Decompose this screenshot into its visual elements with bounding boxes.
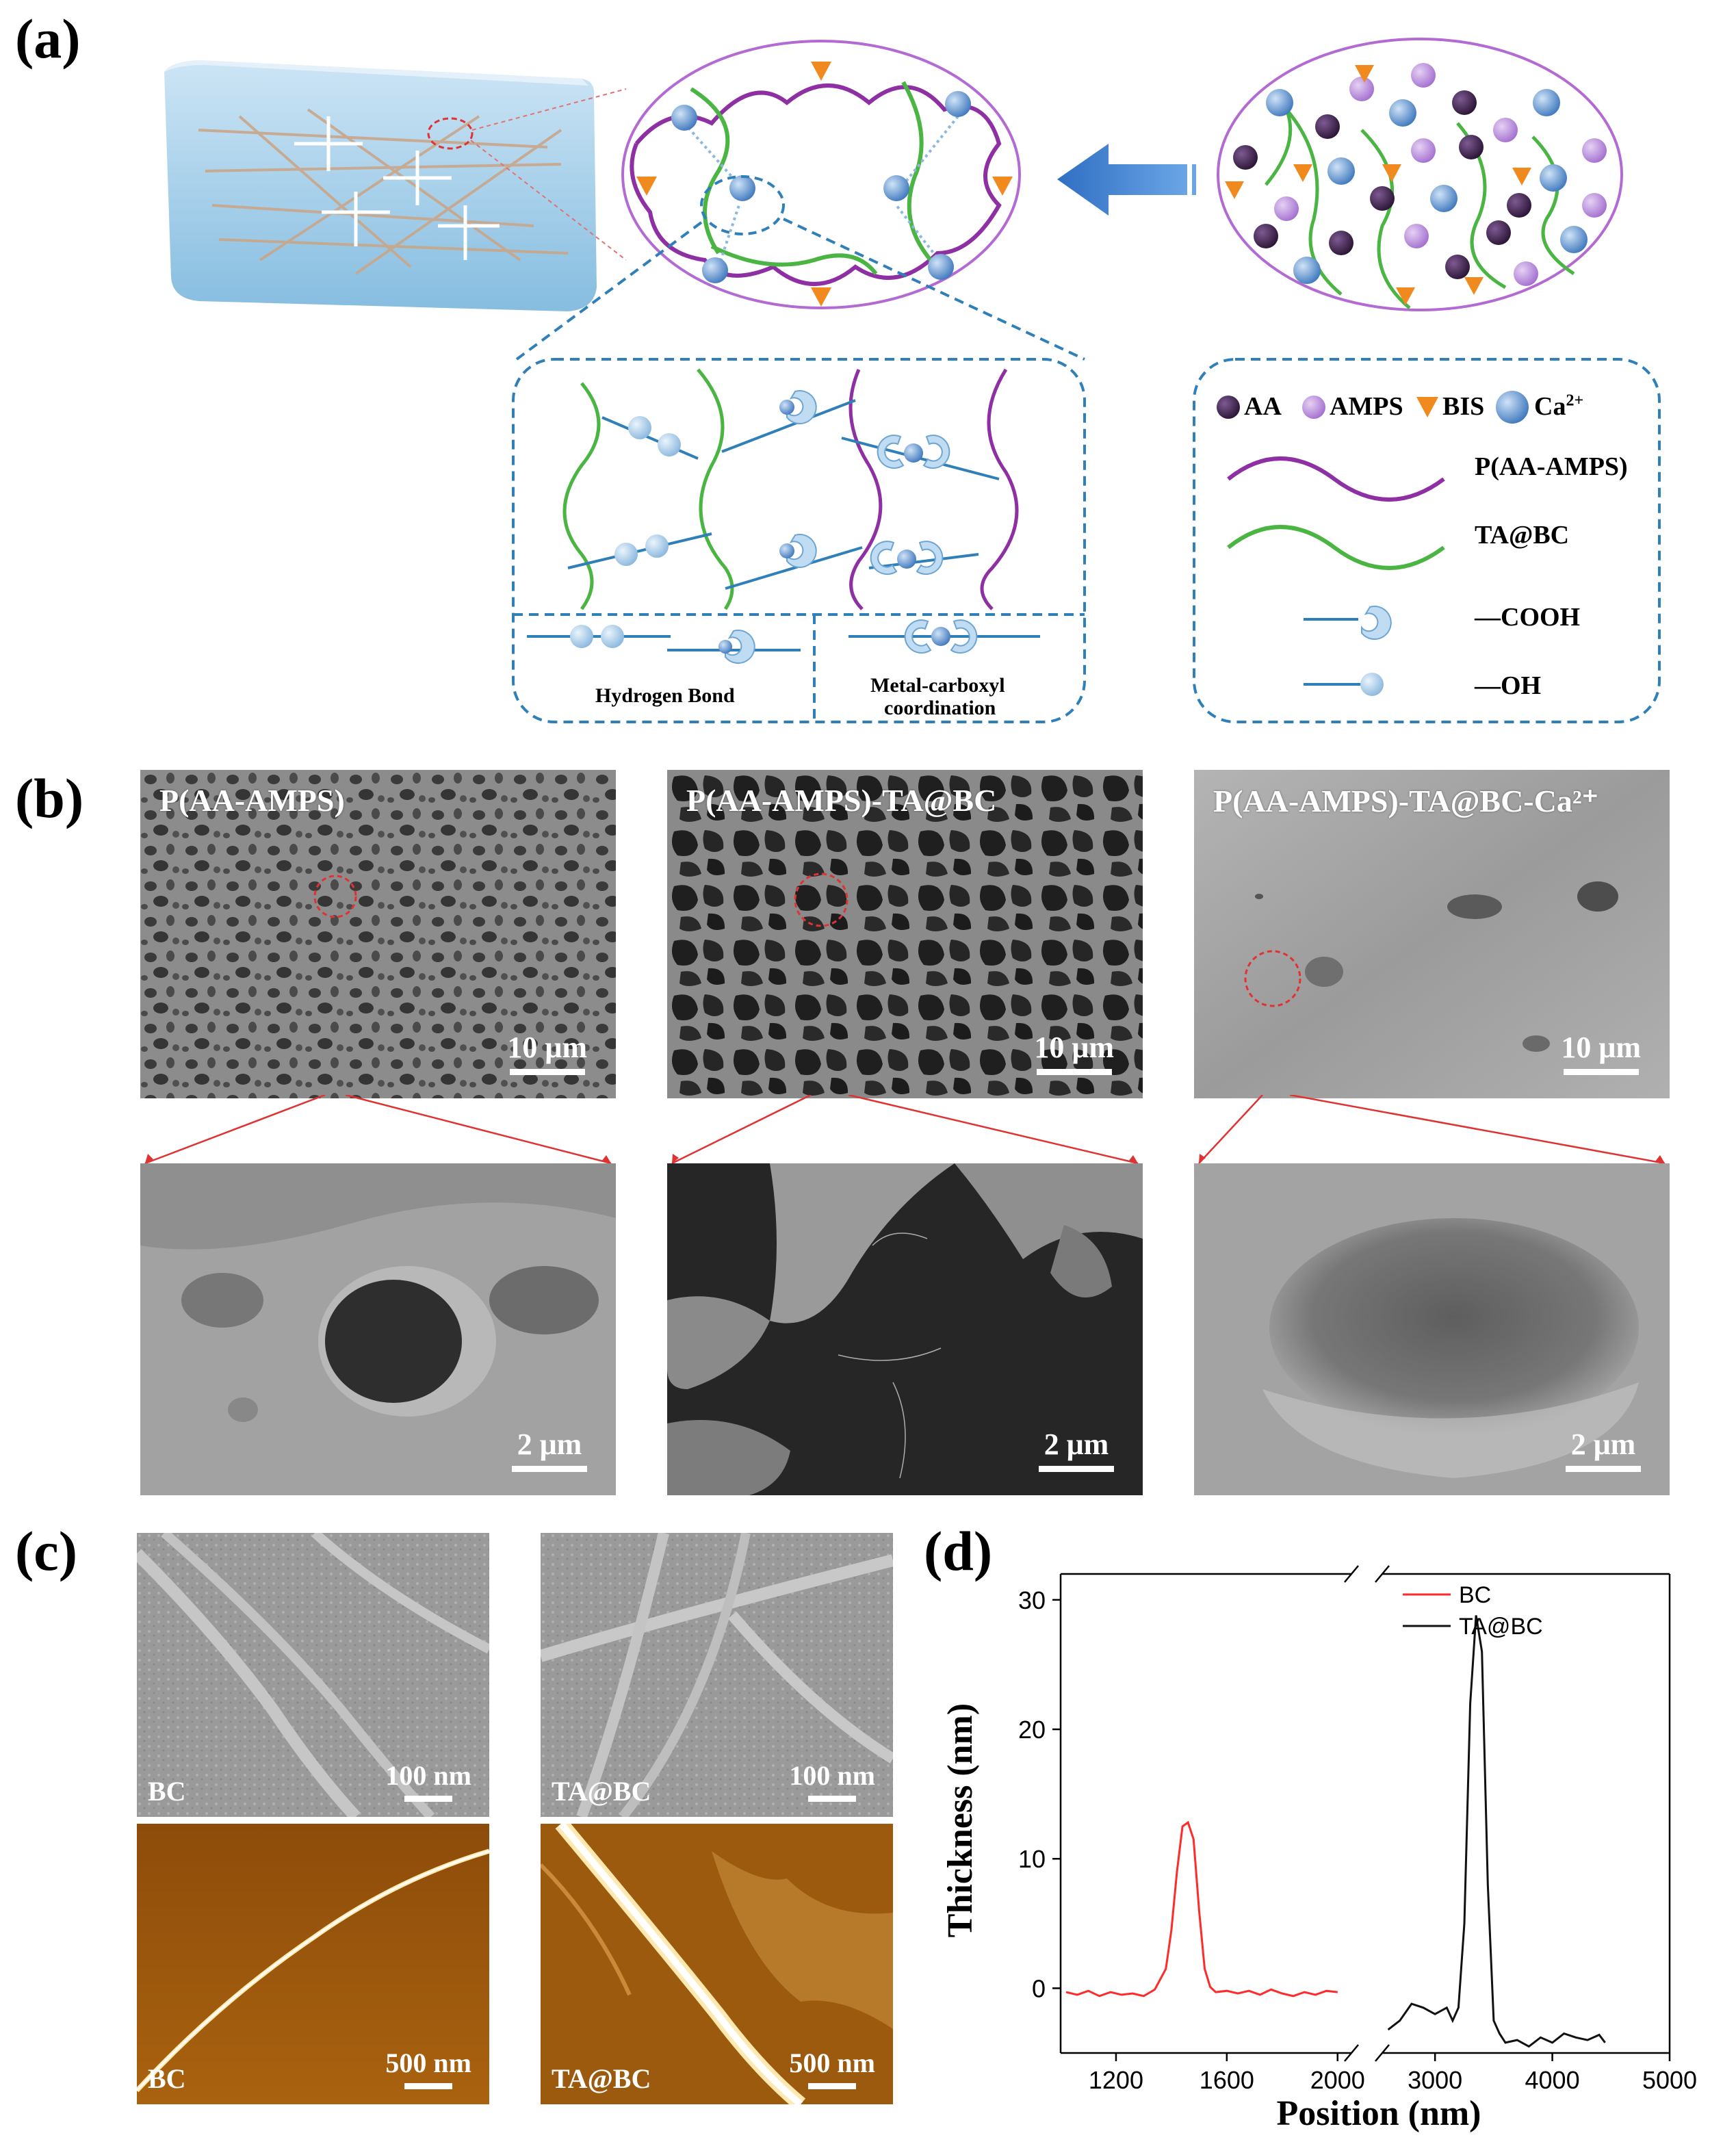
sem-title-1: P(AA-AMPS): [159, 783, 345, 818]
legend-ca: Ca2+: [1534, 391, 1584, 421]
legend-aa: AA: [1244, 392, 1282, 421]
micro-sem-bc: BC 100 nm: [137, 1533, 489, 1817]
micro-sem-bc-scale: 100 nm: [385, 1759, 471, 1802]
y-tick-label: 30: [1018, 1586, 1046, 1614]
legend-paa-amps: P(AA-AMPS): [1475, 452, 1628, 481]
sem-bottom-3: 2 μm: [1194, 1163, 1670, 1495]
panel-label-c: (c): [15, 1520, 78, 1582]
legend-entry: BC: [1459, 1582, 1491, 1608]
scale-top-1: 10 μm: [507, 1030, 587, 1075]
metal-carboxyl-label-2: coordination: [884, 697, 996, 719]
legend-amps: AMPS: [1330, 392, 1403, 421]
legend-ta-bc: TA@BC: [1475, 521, 1570, 550]
sem-top-1: P(AA-AMPS) 10 μm: [140, 770, 616, 1098]
zoom-detail-box: [512, 358, 1086, 723]
micro-sem-tabc: TA@BC 100 nm: [541, 1533, 893, 1817]
chart-legend: BC TA@BC: [1403, 1582, 1543, 1640]
sem-top-2: P(AA-AMPS)-TA@BC 10 μm: [667, 770, 1143, 1098]
panel-label-a: (a): [15, 8, 81, 70]
scale-bottom-2: 2 μm: [1039, 1427, 1114, 1472]
hydrogel-block: [164, 60, 627, 311]
x-tick-label: 5000: [1642, 2066, 1697, 2094]
sem-zoom-lines: [144, 1095, 1666, 1165]
panel-label-b: (b): [15, 767, 84, 829]
metal-carboxyl-label-1: Metal-carboxyl: [870, 674, 1005, 697]
y-axis-label: Thickness (nm): [941, 1703, 980, 1937]
hydrogen-bond-label: Hydrogen Bond: [595, 684, 735, 707]
sem-bottom-1: 2 μm: [140, 1163, 616, 1495]
legend-box: [1193, 358, 1661, 723]
micro-afm-tabc-label: TA@BC: [552, 2063, 651, 2094]
x-tick-label: 3000: [1408, 2066, 1462, 2094]
axis-break-mark: [1375, 1565, 1390, 1583]
monomer-ellipse: [1217, 38, 1623, 311]
network-ellipse: [621, 40, 1021, 309]
micro-sem-tabc-scale: 100 nm: [789, 1759, 875, 1802]
x-tick-label: 4000: [1525, 2066, 1580, 2094]
x-tick-label: 1200: [1089, 2066, 1143, 2094]
sem-title-3: P(AA-AMPS)-TA@BC-Ca²⁺: [1213, 784, 1598, 818]
micro-afm-bc-label: BC: [148, 2063, 186, 2094]
scale-top-3: 10 μm: [1561, 1030, 1641, 1075]
micro-afm-bc: BC 500 nm: [137, 1824, 489, 2104]
chart-series: [1065, 1615, 1606, 2048]
arrow-left: [1057, 144, 1196, 216]
sem-top-3: P(AA-AMPS)-TA@BC-Ca²⁺ 10 μm: [1194, 770, 1670, 1098]
axis-break-mark: [1375, 2044, 1390, 2062]
legend-entry: TA@BC: [1459, 1614, 1543, 1640]
series-bc: [1065, 1820, 1338, 1998]
x-axis-label: Position (nm): [1277, 2094, 1481, 2133]
y-tick-label: 20: [1018, 1716, 1046, 1744]
axis-break-mark: [1344, 1565, 1359, 1583]
y-tick-label: 10: [1018, 1845, 1046, 1873]
panel-label-d: (d): [924, 1520, 993, 1582]
chart-axes: [1059, 1565, 1671, 2062]
legend-oh: —OH: [1475, 671, 1542, 700]
micro-sem-tabc-label: TA@BC: [552, 1776, 651, 1807]
y-tick-label: 0: [1032, 1974, 1046, 2002]
micro-afm-tabc-scale: 500 nm: [789, 2047, 875, 2089]
x-tick-label: 2000: [1310, 2066, 1365, 2094]
micro-afm-bc-scale: 500 nm: [385, 2047, 471, 2089]
micro-afm-tabc: TA@BC 500 nm: [541, 1824, 893, 2104]
scale-top-2: 10 μm: [1034, 1030, 1114, 1075]
scale-bottom-1: 2 μm: [512, 1427, 587, 1472]
legend-bis: BIS: [1442, 392, 1485, 421]
legend-cooh: —COOH: [1475, 603, 1581, 632]
chart-ticks: 0 10 20 30 1200 1600 2000 3000 4000 5000: [1018, 1586, 1697, 2094]
micro-sem-bc-label: BC: [148, 1776, 186, 1807]
series-ta-bc: [1387, 1615, 1606, 2048]
sem-bottom-2: 2 μm: [667, 1163, 1143, 1495]
x-tick-label: 1600: [1200, 2066, 1254, 2094]
sem-title-2: P(AA-AMPS)-TA@BC: [686, 783, 997, 818]
scale-bottom-3: 2 μm: [1566, 1427, 1641, 1472]
schematic-a: [164, 38, 1661, 723]
axis-break-mark: [1344, 2044, 1359, 2062]
